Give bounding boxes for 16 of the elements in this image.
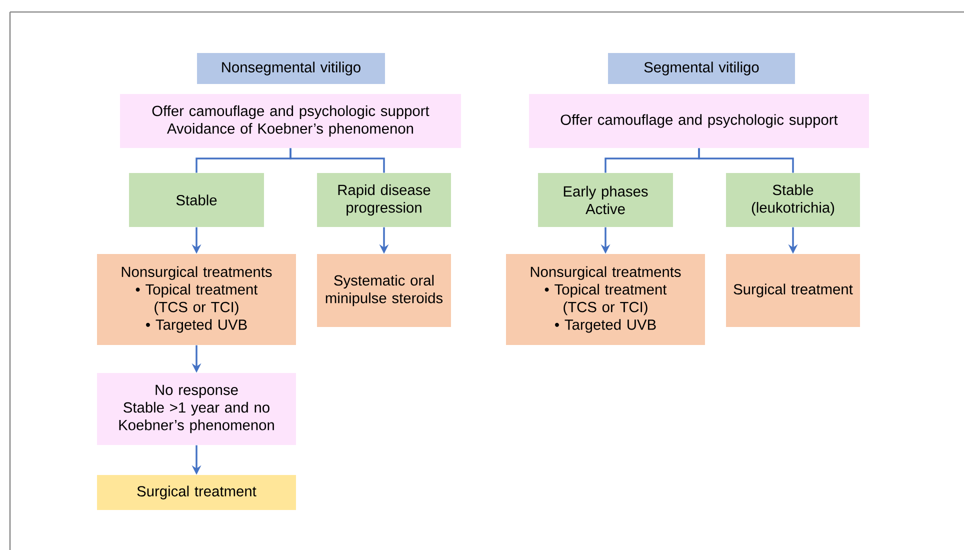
- condition-box: Early phases Active: [538, 173, 673, 227]
- advice-box: Offer camouflage and psychologic support Avoidance of Koebner’s phenomenon: [120, 94, 461, 148]
- category-box: Nonsegmental vitiligo: [197, 53, 385, 84]
- condition-box: Stable: [129, 173, 264, 227]
- treatment-box: Surgical treatment: [97, 475, 296, 510]
- condition-box: Stable (leukotrichia): [726, 173, 860, 227]
- treatment-box: Systematic oral minipulse steroids: [317, 254, 451, 327]
- advice-box: Offer camouflage and psychologic support: [529, 94, 869, 148]
- condition-box: No response Stable >1 year and no Koebner’s phenomenon: [97, 373, 296, 445]
- treatment-box: Nonsurgical treatments • Topical treatment (TCS or TCI) • Targeted UVB: [97, 254, 296, 345]
- condition-box: Rapid disease progression: [317, 173, 451, 227]
- category-box: Segmental vitiligo: [608, 53, 795, 84]
- connector: [698, 148, 794, 173]
- connector: [290, 148, 385, 173]
- treatment-box: Nonsurgical treatments • Topical treatment (TCS or TCI) • Targeted UVB: [506, 254, 705, 345]
- treatment-box: Surgical treatment: [726, 254, 860, 327]
